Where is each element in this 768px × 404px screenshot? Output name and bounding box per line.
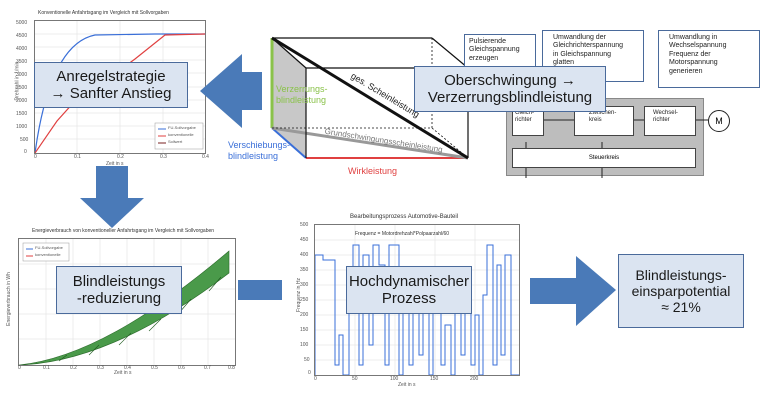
plot-speed-legend — [154, 122, 204, 150]
xtick: 200 — [470, 376, 479, 382]
plot-energy-legend-2: konventionelle — [35, 252, 61, 257]
xtick: 0.5 — [151, 365, 158, 371]
plot-speed-xlabel: Zeit in s — [106, 161, 124, 167]
ytick: 500 — [300, 222, 309, 228]
xtick: 0.1 — [74, 154, 81, 160]
xtick: 0 — [34, 154, 37, 160]
xtick: 0.1 — [43, 365, 50, 371]
ytick: 500 — [20, 137, 29, 143]
inverter-block-diagram: Pulsierende Gleichspannung erzeugen Umwa… — [462, 30, 762, 178]
ytick: 3500 — [16, 59, 28, 65]
plot-energy-legend-1: FU-Sollvorgabe — [35, 245, 63, 250]
plot-process-title: Bearbeitungsprozess Automotive-Bauteil — [350, 214, 459, 220]
box-oberschwingung: Oberschwingung → Verzerrungsblindleistun… — [414, 66, 606, 112]
arrow-down-left — [80, 166, 144, 228]
xtick: 100 — [390, 376, 399, 382]
ytick: 350 — [300, 267, 309, 273]
power-triangle: Verzerrungs- blindleistung Verschiebungs… — [228, 28, 478, 180]
ytick: 250 — [300, 297, 309, 303]
ytick: 0 — [308, 370, 311, 376]
ytick: 3000 — [16, 72, 28, 78]
plot-energy-title: Energieverbrauch von konventioneller Anf… — [32, 228, 215, 234]
ytick: 200 — [300, 312, 309, 318]
ytick: 50 — [304, 357, 310, 363]
xtick: 0.6 — [178, 365, 185, 371]
plot-speed-legend-1: FU-Sollvorgabe — [168, 125, 196, 130]
label-wirkleistung: Wirkleistung — [348, 166, 398, 176]
plot-energy-xlabel: Zeit in s — [114, 370, 132, 376]
block-steuerkreis: Steuerkreis — [512, 148, 696, 168]
plot-energy-legend — [22, 242, 70, 262]
xtick: 0.2 — [70, 365, 77, 371]
ytick: 150 — [300, 327, 309, 333]
plot-speed-legend-3: Sollwert — [168, 139, 183, 144]
ytick: 4500 — [16, 33, 28, 39]
plot-process-annotation: Frequenz = Motordrehzahl*Polpaarzahl/60 — [355, 231, 450, 237]
plot-energy-hatch — [58, 276, 222, 362]
ytick: 1000 — [16, 124, 28, 130]
note-wechselrichter: Umwandlung in Wechselspannung Frequenz d… — [658, 30, 760, 88]
xtick: 0 — [18, 365, 21, 371]
plot-speed-legend-2: konventionelle — [168, 132, 194, 137]
ytick: 0 — [24, 149, 27, 155]
ytick: 4000 — [16, 46, 28, 52]
xtick: 0.8 — [228, 365, 235, 371]
ytick: 2500 — [16, 85, 28, 91]
box-einsparpotential: Blindleistungs- einsparpotential ≈ 21% — [618, 254, 744, 328]
ytick: 100 — [300, 342, 309, 348]
ytick: 400 — [300, 252, 309, 258]
xtick: 0.2 — [117, 154, 124, 160]
arrow-right-middle — [238, 280, 282, 300]
xtick: 0.4 — [202, 154, 209, 160]
xtick: 0.7 — [204, 365, 211, 371]
xtick: 0.3 — [160, 154, 167, 160]
plot-speed-title: Konventionelle Anfahrtsgang im Vergleich… — [38, 10, 169, 16]
ytick: 450 — [300, 237, 309, 243]
plot-speed-blue-curve — [34, 33, 205, 154]
box-hochdynamisch: Hochdynamischer Prozess — [346, 266, 472, 314]
label-verzerrung: Verzerrungs- blindleistung — [276, 84, 328, 105]
block-wechselrichter: Wechsel- richter — [644, 106, 696, 136]
plot-speed-ylabel: Drehzahl in 1/min — [14, 61, 21, 101]
xtick: 0 — [314, 376, 317, 382]
ytick: 300 — [300, 282, 309, 288]
xtick: 0.4 — [124, 365, 131, 371]
plot-process-trace — [315, 244, 519, 375]
arrow-right-bottom — [530, 256, 616, 326]
xtick: 0.3 — [97, 365, 104, 371]
power-triangle-svg — [270, 36, 469, 160]
xtick: 150 — [430, 376, 439, 382]
plot-energy-ylabel: Energieverbrauch in Wh — [5, 272, 12, 326]
plot-process-xlabel: Zeit in s — [398, 382, 416, 388]
plot-energy-band — [18, 250, 230, 366]
box-blindleistungsreduzierung: Blindleistungs -reduzierung — [56, 266, 182, 314]
ytick: 2000 — [16, 98, 28, 104]
label-verschiebung: Verschiebungs- blindleistung — [228, 140, 291, 161]
ytick: 1500 — [16, 111, 28, 117]
box-anregelstrategie: Anregelstrategie → Sanfter Anstieg — [34, 62, 188, 108]
block-motor: M — [708, 110, 730, 132]
ytick: 5000 — [16, 20, 28, 26]
plot-process-ylabel: Frequenz in Hz — [295, 278, 302, 312]
xtick: 50 — [352, 376, 358, 382]
